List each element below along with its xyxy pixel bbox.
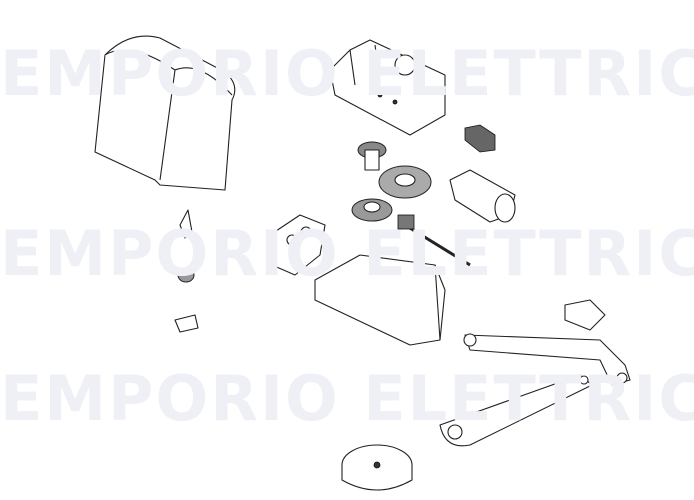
large-gear <box>378 165 432 199</box>
release-key <box>174 314 199 333</box>
lever <box>179 209 193 239</box>
cover <box>94 35 236 191</box>
base-cup <box>341 444 413 491</box>
gearbox-upper-housing <box>329 39 446 136</box>
watermark-text: emporio elettrico <box>0 217 694 290</box>
gearbox-lower-housing <box>314 254 446 346</box>
watermark-text: emporio elettrico <box>0 37 694 110</box>
straight-arm <box>463 333 631 386</box>
pinion-gear <box>357 141 387 171</box>
watermark: emporio elettrico emporio elettrico empo… <box>0 37 694 435</box>
motor <box>449 169 516 223</box>
limit-switch-bracket <box>464 124 496 153</box>
arm-bracket <box>564 299 606 331</box>
small-gear <box>351 198 393 222</box>
knob <box>177 267 195 283</box>
mounting-plate <box>269 214 326 276</box>
worm-shaft <box>397 214 471 267</box>
curved-arm <box>439 374 593 447</box>
watermark-text: emporio elettrico <box>0 362 694 435</box>
